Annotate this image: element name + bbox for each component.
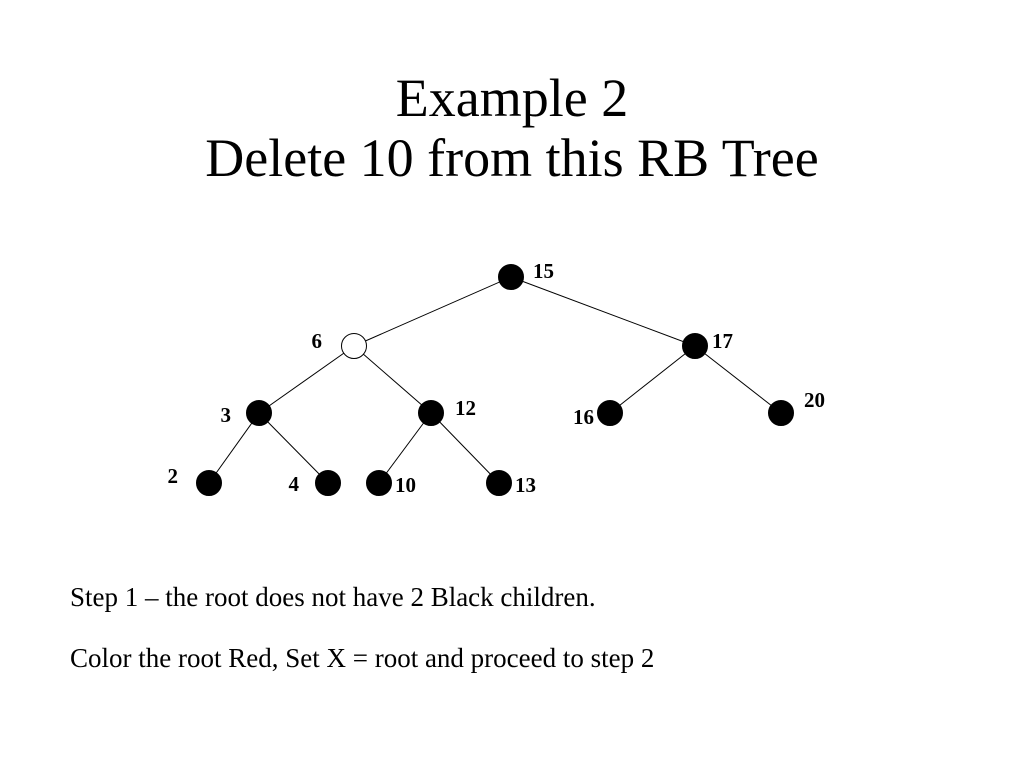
tree-node-15 [498, 264, 524, 290]
step-line-2: Color the root Red, Set X = root and pro… [70, 643, 655, 673]
tree-edge-n17-n16 [609, 345, 696, 414]
tree-edge-n15-n17 [510, 276, 696, 347]
node-label-13: 13 [515, 473, 536, 497]
title-line-2: Delete 10 from this RB Tree [205, 128, 819, 188]
tree-edge-n3-n2 [208, 412, 260, 484]
tree-edge-n3-n4 [258, 412, 329, 484]
tree-node-12 [418, 400, 444, 426]
tree-node-2 [196, 470, 222, 496]
step-line-1: Step 1 – the root does not have 2 Black … [70, 582, 596, 612]
tree-edge-n12-n10 [378, 412, 432, 484]
tree-node-16 [597, 400, 623, 426]
tree-node-4 [315, 470, 341, 496]
node-label-10: 10 [395, 473, 416, 497]
tree-node-10 [366, 470, 392, 496]
tree-edge-n15-n6 [353, 276, 512, 347]
node-label-3: 3 [221, 403, 232, 427]
title-line-1: Example 2 [395, 68, 629, 128]
tree-node-3 [246, 400, 272, 426]
tree-node-20 [768, 400, 794, 426]
step-notes: Step 1 – the root does not have 2 Black … [70, 582, 654, 704]
tree-node-17 [682, 333, 708, 359]
tree-edge-n6-n12 [353, 345, 432, 414]
tree-node-13 [486, 470, 512, 496]
tree-edge-n6-n3 [258, 345, 355, 414]
slide-title: Example 2 Delete 10 from this RB Tree [0, 68, 1024, 188]
tree-edges [208, 276, 782, 484]
tree-edge-n12-n13 [430, 412, 500, 484]
tree-node-6 [341, 333, 367, 359]
node-label-20: 20 [804, 388, 825, 412]
tree-edge-n17-n20 [694, 345, 782, 414]
tree-nodes [196, 264, 794, 496]
node-label-4: 4 [289, 472, 300, 496]
node-label-2: 2 [168, 464, 179, 488]
node-label-17: 17 [712, 329, 733, 353]
node-label-16: 16 [573, 405, 594, 429]
node-label-6: 6 [312, 329, 323, 353]
node-label-15: 15 [533, 259, 554, 283]
node-label-12: 12 [455, 396, 476, 420]
